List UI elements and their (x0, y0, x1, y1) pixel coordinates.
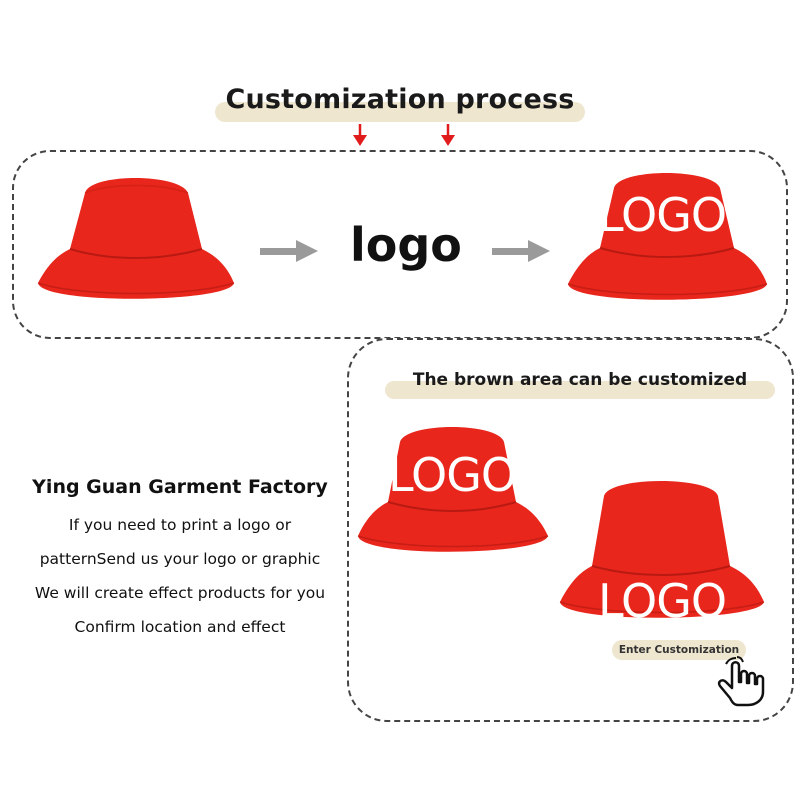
title-text: Customization process (225, 84, 575, 115)
brim-logo-hat-image (559, 481, 765, 618)
factory-line: patternSend us your logo or graphic (39, 550, 321, 568)
enter-customization-button[interactable]: Enter Customization (612, 640, 746, 660)
right-arrow-icon (492, 240, 550, 262)
right-arrow-icon (260, 240, 318, 262)
plain-hat-image (37, 178, 235, 299)
hat-logo-text: LOGO (388, 448, 517, 502)
process-title: Customization process (215, 78, 585, 126)
down-arrow-icon (441, 124, 455, 146)
down-arrow-icon (353, 124, 367, 146)
factory-line: We will create effect products for you (34, 584, 326, 602)
hand-pointer-icon (717, 656, 765, 707)
customizable-area-heading: The brown area can be customized (385, 365, 775, 401)
subtitle-highlight (385, 381, 775, 399)
factory-line: Confirm location and effect (74, 618, 286, 636)
factory-name: Ying Guan Garment Factory (32, 476, 328, 498)
title-highlight (215, 102, 585, 122)
factory-info: Ying Guan Garment Factory If you need to… (10, 476, 350, 644)
logo-hat-image (567, 173, 768, 300)
factory-line: If you need to print a logo or (68, 516, 292, 534)
hat-logo-text: LOGO (598, 574, 727, 628)
front-logo-hat-image (357, 427, 549, 552)
subtitle-text: The brown area can be customized (412, 370, 748, 390)
logo-step-text: logo (350, 218, 462, 272)
hat-logo-text: LOGO (598, 188, 727, 242)
